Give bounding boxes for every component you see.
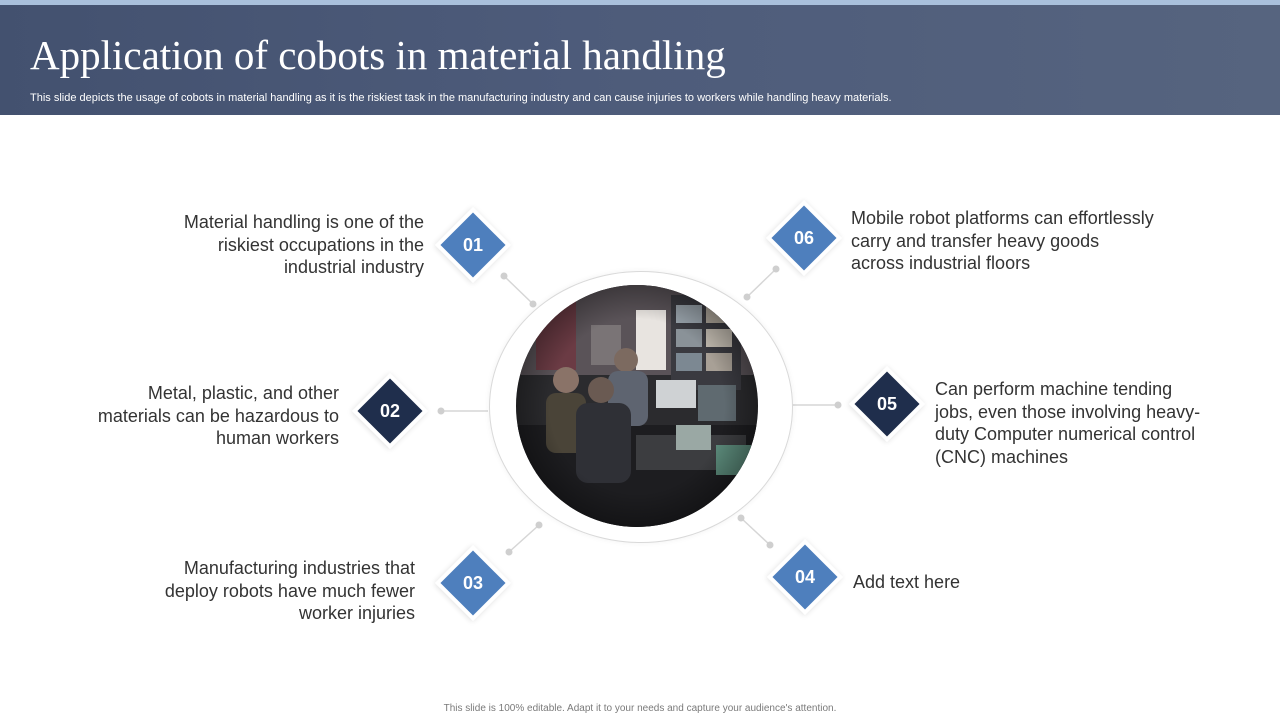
item-text-02: Metal, plastic, and other materials can … — [97, 383, 339, 448]
connector-dot — [766, 541, 774, 549]
item-text-03: Manufacturing industries that deploy rob… — [164, 558, 415, 623]
page-title: Application of cobots in material handli… — [30, 32, 726, 78]
item-text-04: Add text here — [853, 572, 961, 592]
connector-dot — [834, 401, 842, 409]
control-room-photo — [516, 285, 758, 527]
connector-dot — [505, 548, 513, 556]
badge-number-03: 03 — [462, 573, 484, 593]
badge-number-06: 06 — [793, 228, 815, 248]
connector-dot — [437, 407, 445, 415]
connector-dot — [743, 293, 751, 301]
connector-dot — [529, 300, 537, 308]
control-room-photo-icon — [516, 285, 758, 527]
item-text-01: Material handling is one of the riskiest… — [183, 212, 424, 277]
header-banner: Application of cobots in material handli… — [0, 0, 1280, 115]
connector-01 — [503, 275, 534, 305]
connector-06 — [746, 268, 777, 298]
badge-number-05: 05 — [876, 394, 898, 414]
badge-number-04: 04 — [794, 567, 816, 587]
footer-note: This slide is 100% editable. Adapt it to… — [443, 703, 837, 714]
item-text-06: Mobile robot platforms can effortlessly … — [851, 208, 1154, 273]
connector-dot — [772, 265, 780, 273]
connector-04 — [740, 517, 771, 546]
connector-dot — [535, 521, 543, 529]
badge-number-02: 02 — [379, 401, 401, 421]
badge-number-01: 01 — [462, 235, 484, 255]
connector-dot — [500, 272, 508, 280]
connector-03 — [508, 524, 540, 553]
connector-dot — [737, 514, 745, 522]
item-text-05: Can perform machine tending jobs, even t… — [935, 379, 1201, 467]
page-subtitle: This slide depicts the usage of cobots i… — [30, 92, 892, 104]
